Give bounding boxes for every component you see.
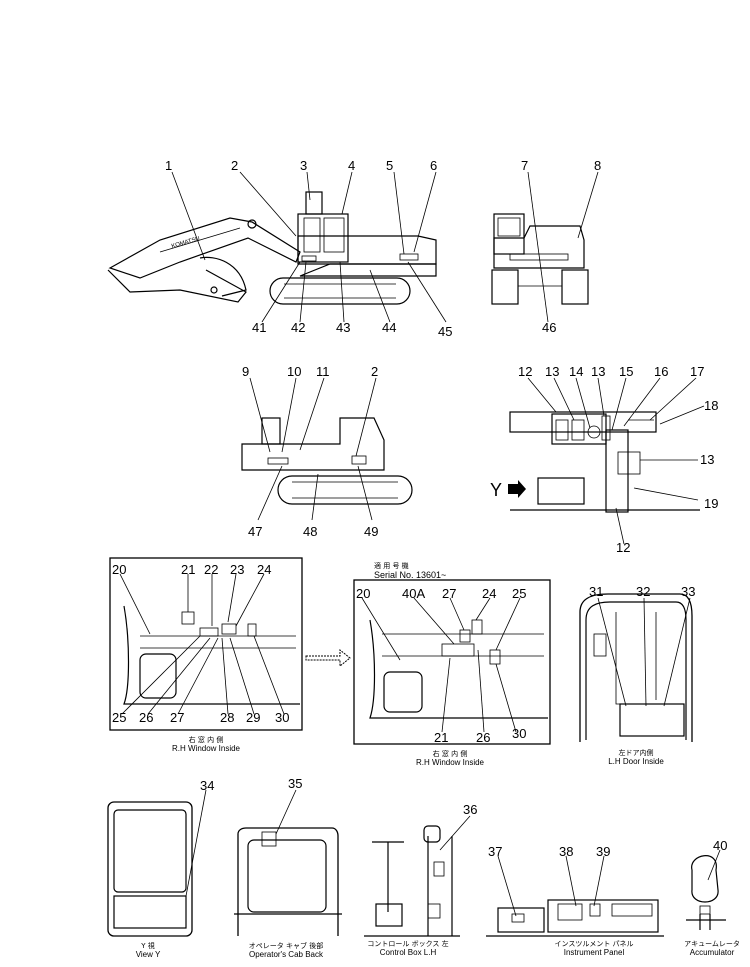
label-4: 4 [348,158,355,173]
label-13c: 13 [700,452,714,467]
label-22: 22 [204,562,218,577]
caption-instrument: Instrument Panel [564,948,625,957]
caption-rh-window-jp: 右 窓 内 側 [189,735,224,744]
label-33: 33 [681,584,695,599]
label-30: 30 [275,710,289,725]
label-35: 35 [288,776,302,791]
label-42: 42 [291,320,305,335]
label-9: 9 [242,364,249,379]
label-7: 7 [521,158,528,173]
caption-control-box: Control Box L.H [380,948,437,957]
cab-back-panel [234,827,342,936]
label-12: 12 [518,364,532,379]
label-1: 1 [165,158,172,173]
label-32: 32 [636,584,650,599]
panel-captions: 右 窓 内 側 R.H Window Inside 適 用 号 機 Serial… [136,561,740,959]
caption-accumulator-jp: アキュームレータ [684,939,740,948]
caption-cab-back: Operator's Cab Back [249,950,324,959]
label-8: 8 [594,158,601,173]
label-37: 37 [488,844,502,859]
label-24b: 24 [482,586,496,601]
arrow-icon [305,648,351,668]
label-27b: 27 [442,586,456,601]
caption-lh-door: L.H Door Inside [608,757,664,766]
label-31: 31 [589,584,603,599]
label-14: 14 [569,364,583,379]
label-38: 38 [559,844,573,859]
label-25: 25 [112,710,126,725]
label-43: 43 [336,320,350,335]
label-3: 3 [300,158,307,173]
label-30b: 30 [512,726,526,741]
label-15: 15 [619,364,633,379]
label-16: 16 [654,364,668,379]
label-13b: 13 [591,364,605,379]
label-49: 49 [364,524,378,539]
label-27: 27 [170,710,184,725]
instrument-panel-view [486,899,664,937]
view-y-arrow-icon [508,480,526,498]
label-12b: 12 [616,540,630,555]
rh-window-panel-1 [109,557,303,731]
label-20b: 20 [356,586,370,601]
label-34: 34 [200,778,214,793]
caption-serial-jp: 適 用 号 機 [374,561,409,570]
caption-instrument-jp: インスツルメント パネル [554,940,633,948]
label-23: 23 [230,562,244,577]
label-44: 44 [382,320,396,335]
caption-lh-door-jp: 左ドア内側 [619,748,654,757]
label-41: 41 [252,320,266,335]
caption-control-box-jp: コントロール ボックス 左 [367,939,448,948]
part-number-labels: 1 2 3 4 5 6 7 8 41 42 43 44 45 46 9 10 1… [112,158,727,859]
label-48: 48 [303,524,317,539]
boom-brand-decal: KOMATSU [171,236,201,250]
caption-rh-window-2: R.H Window Inside [416,758,485,767]
rh-window-panel-2 [305,579,551,745]
label-36: 36 [463,802,477,817]
label-17: 17 [690,364,704,379]
label-y: Y [490,480,502,500]
label-26b: 26 [476,730,490,745]
leader-lines [119,171,721,917]
caption-view-y: View Y [136,950,161,959]
label-46: 46 [542,320,556,335]
caption-serial: Serial No. 13601~ [374,570,446,580]
view-y-panel [107,801,193,937]
label-45: 45 [438,324,452,339]
label-11: 11 [316,364,330,379]
label-6: 6 [430,158,437,173]
label-2: 2 [231,158,238,173]
label-29: 29 [246,710,260,725]
excavator-right-side-view [241,417,413,505]
label-18: 18 [704,398,718,413]
caption-cab-back-jp: オペレータ キャブ 後部 [249,941,323,950]
lh-door-panel [579,593,693,742]
accumulator-view [686,855,726,930]
label-13: 13 [545,364,559,379]
caption-accumulator: Accumulator [690,948,735,957]
excavator-top-view [508,411,700,513]
label-20: 20 [112,562,126,577]
label-47: 47 [248,524,262,539]
label-2b: 2 [371,364,378,379]
label-40a: 40A [402,586,425,601]
caption-rh-window: R.H Window Inside [172,744,241,753]
label-39: 39 [596,844,610,859]
caption-view-y-jp: Y 視 [140,941,155,950]
label-40: 40 [713,838,727,853]
label-21b: 21 [434,730,448,745]
label-24: 24 [257,562,271,577]
label-10: 10 [287,364,301,379]
label-28: 28 [220,710,234,725]
label-21: 21 [181,562,195,577]
caption-rh-window-2-jp: 右 窓 内 側 [433,749,468,758]
label-5: 5 [386,158,393,173]
control-box-panel [364,825,460,937]
label-25b: 25 [512,586,526,601]
label-19: 19 [704,496,718,511]
excavator-side-view: KOMATSU [107,191,437,305]
label-26: 26 [139,710,153,725]
